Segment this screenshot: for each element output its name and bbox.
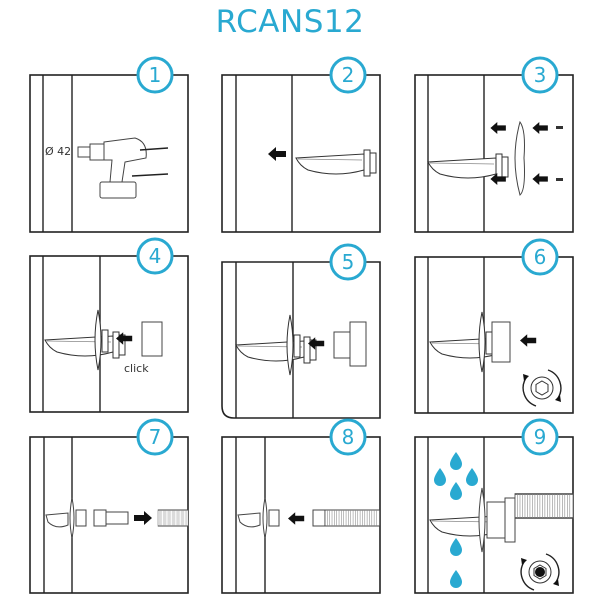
step-6-panel: 6: [414, 238, 574, 414]
hose-with-connector-icon: [312, 509, 326, 527]
insert-part-icon: [141, 321, 163, 357]
hole-diameter-label: Ø 42: [45, 145, 71, 158]
hose-icon: [324, 509, 381, 527]
skimmer-flange-icon: [478, 487, 486, 553]
step-9-number: 9: [534, 425, 547, 449]
step-7-panel: 7: [29, 418, 189, 594]
step-4-panel: click 4: [29, 237, 189, 413]
step-6-number: 6: [534, 245, 547, 269]
hose-icon: [514, 493, 574, 519]
step-3-panel: 3: [414, 56, 574, 233]
step-1-panel: Ø 42 1: [29, 56, 189, 233]
flange-plate-icon: [514, 120, 525, 196]
step-8-number: 8: [342, 425, 355, 449]
step-3-number: 3: [534, 63, 547, 87]
step-2-panel: 2: [221, 56, 381, 233]
step-7-number: 7: [149, 425, 162, 449]
product-title: RCANS12: [215, 4, 365, 40]
arrow-right-icon: [134, 511, 152, 525]
hose-connector-icon: [93, 509, 107, 527]
skimmer-flange-icon: [69, 497, 75, 539]
step-8-panel: 8: [221, 418, 381, 594]
step-1-number: 1: [149, 63, 162, 87]
threaded-adapter-icon: [333, 331, 351, 359]
step-4-number: 4: [149, 244, 162, 268]
step-5-panel: 5: [221, 243, 381, 419]
hose-icon: [157, 509, 189, 527]
step-9-panel: 9: [414, 418, 574, 594]
step-1-badge: [136, 56, 174, 94]
tightened-adapter-icon: [491, 321, 511, 363]
screw-icon: [556, 178, 563, 181]
screw-icon: [556, 126, 563, 129]
drill-icon: [77, 137, 169, 199]
step-2-number: 2: [342, 63, 355, 87]
step-5-number: 5: [342, 250, 355, 274]
skimmer-flange-icon: [262, 497, 268, 539]
click-label: click: [124, 362, 149, 375]
